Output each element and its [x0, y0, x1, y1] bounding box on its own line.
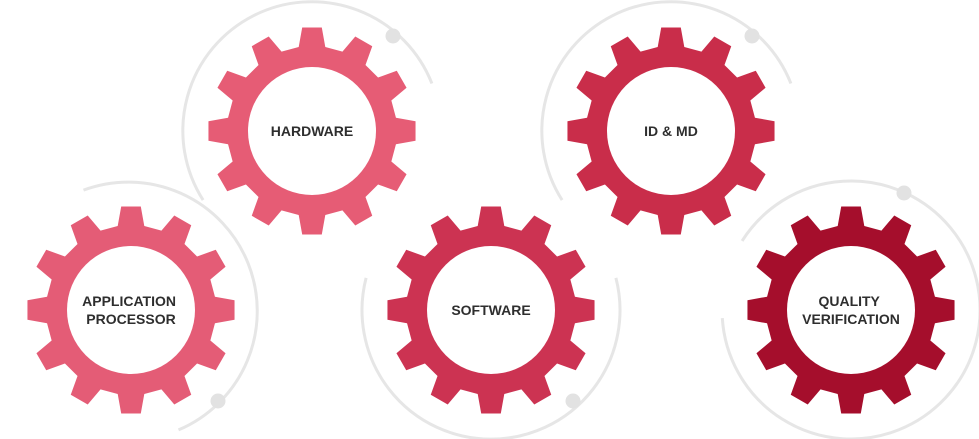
gear-hardware-label-line1: HARDWARE [271, 123, 353, 139]
gear-quality-verification: QUALITY VERIFICATION [747, 206, 955, 414]
connector-ring-dot [385, 28, 401, 44]
connector-rings [82, 0, 979, 439]
connector-ring-dot [565, 393, 581, 409]
connector-ring-dot [896, 185, 912, 201]
connector-ring-arc [82, 180, 259, 432]
gear-quality-verification-label: QUALITY VERIFICATION [802, 293, 900, 327]
gear-id-md-center [607, 67, 735, 195]
connector-ring-arc [360, 277, 622, 439]
gear-software: SOFTWARE [387, 206, 595, 414]
connector-ring-dot [744, 28, 760, 44]
gear-application-processor-label-line1: APPLICATION [82, 293, 176, 309]
gear-quality-verification-label-line1: QUALITY [818, 293, 880, 309]
gear-id-md-label-line1: ID & MD [644, 123, 698, 139]
gear-id-md-label: ID & MD [644, 123, 698, 139]
gear-hardware-label: HARDWARE [271, 123, 353, 139]
gear-application-processor: APPLICATION PROCESSOR [27, 206, 235, 414]
gear-application-processor-center [67, 246, 195, 374]
gear-software-label-line1: SOFTWARE [451, 302, 530, 318]
gear-id-md: ID & MD [567, 27, 775, 235]
gear-application-processor-label: APPLICATION PROCESSOR [82, 293, 180, 327]
connector-ring-arc [720, 179, 979, 439]
gear-hardware-center [248, 67, 376, 195]
gear-quality-verification-center [787, 246, 915, 374]
gear-hardware: HARDWARE [208, 27, 416, 235]
gear-software-label: SOFTWARE [451, 302, 530, 318]
connector-ring-dot [210, 393, 226, 409]
gear-application-processor-label-line2: PROCESSOR [86, 311, 175, 327]
gear-software-center [427, 246, 555, 374]
gear-quality-verification-label-line2: VERIFICATION [802, 311, 900, 327]
